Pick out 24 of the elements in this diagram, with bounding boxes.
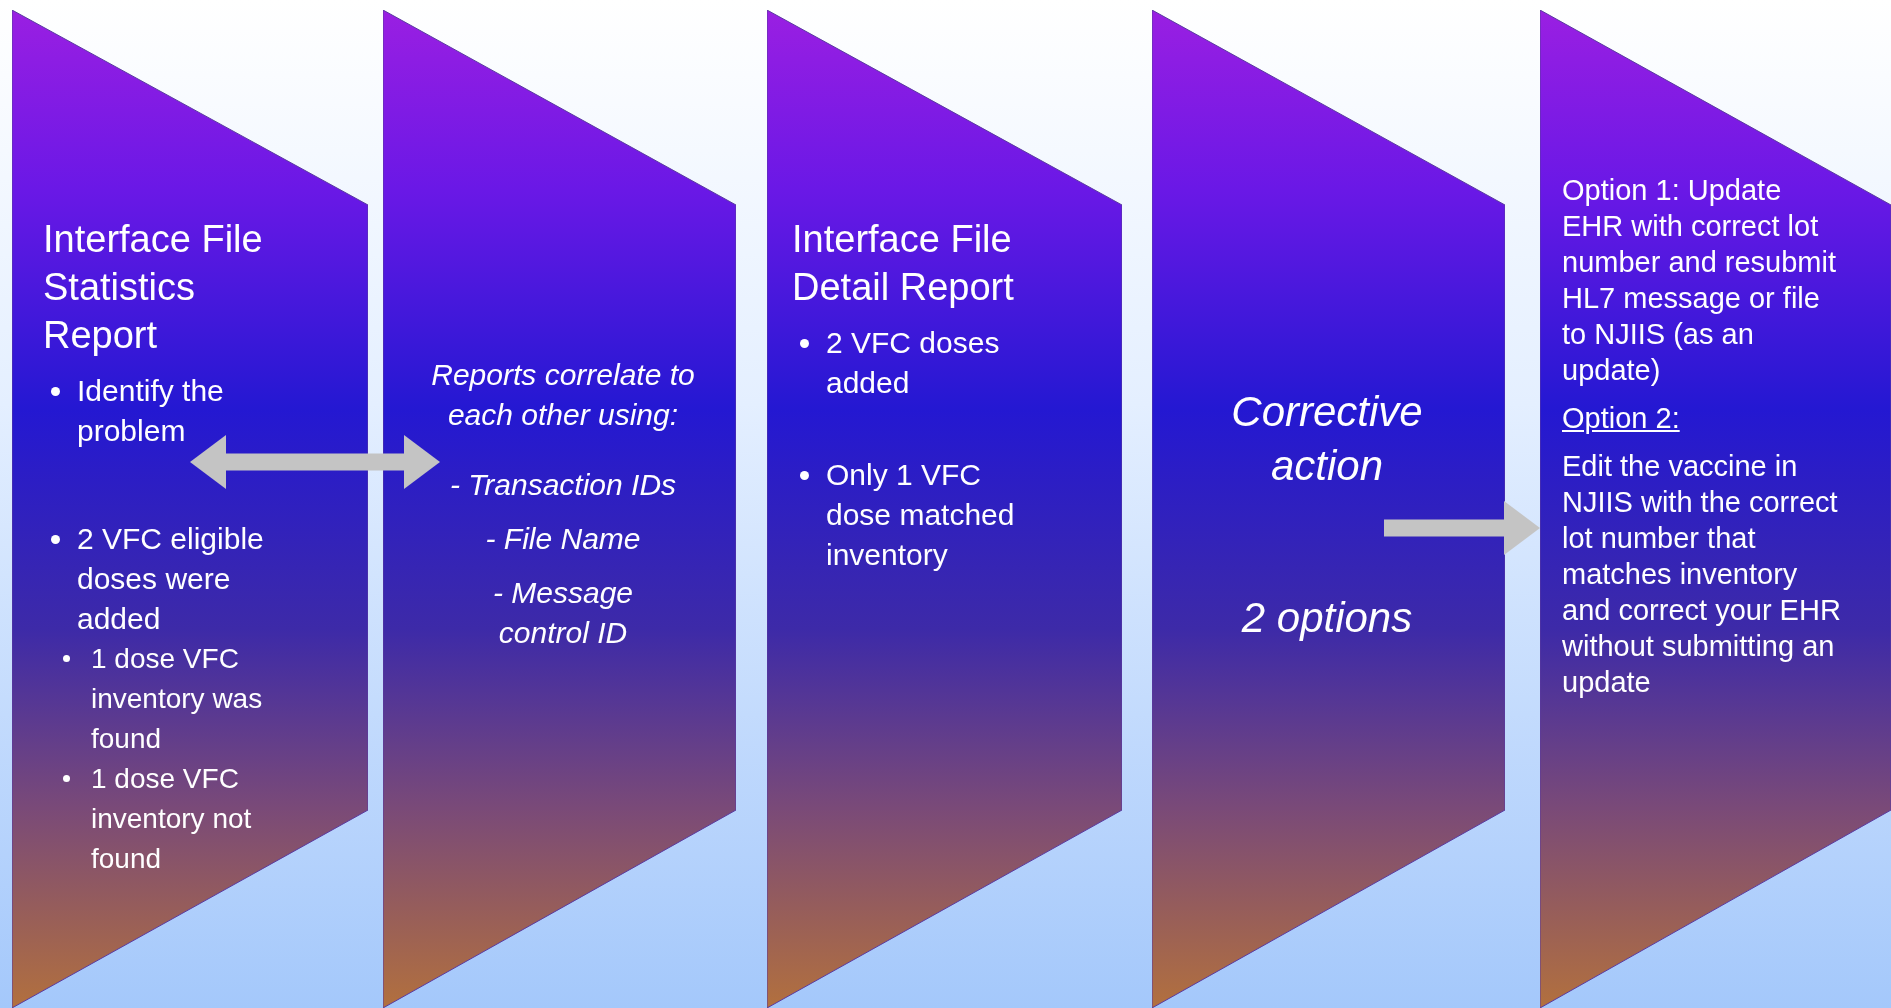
chevron-panel: [12, 10, 368, 1008]
panel-text: - File Name: [484, 521, 642, 557]
arrow: [190, 435, 440, 489]
panel-text: Option 2:: [1562, 401, 1681, 436]
panel-text: - Message control ID: [491, 575, 635, 651]
chevron-panel: [767, 10, 1122, 1008]
panel-heading: Interface File Detail Report: [792, 217, 1015, 310]
panel-text: Edit the vaccine in NJIIS with the correct lot number that matches inventory and correct your EHR without submitting an update: [1562, 449, 1842, 700]
arrow: [1384, 501, 1540, 555]
chevron-panel: [383, 10, 736, 1008]
bullet-text: 1 dose VFC inventory was found: [57, 639, 305, 759]
panel-heading: Interface File Statistics Report: [43, 217, 264, 358]
bullet-text: 2 VFC doses added: [792, 323, 1042, 403]
panel-text: Reports correlate to each other using:: [430, 357, 696, 433]
panel-text: 2 options: [1240, 593, 1414, 643]
panel-text: Option 1: Update EHR with correct lot number and resubmit HL7 message or file to NJIIS (as an update): [1562, 173, 1838, 388]
chevron-panel: [1152, 10, 1505, 1008]
panel-heading: Corrective action: [1230, 387, 1424, 491]
bullet-text: Only 1 VFC dose matched inventory: [792, 455, 1042, 575]
bullet-text: 2 VFC eligible doses were added: [43, 519, 305, 639]
chevron-panel: [1540, 10, 1891, 1008]
bullet-text: Identify the problem: [43, 371, 305, 451]
panel-text: - Transaction IDs: [448, 467, 678, 503]
bullet-text: 1 dose VFC inventory not found: [57, 759, 305, 879]
